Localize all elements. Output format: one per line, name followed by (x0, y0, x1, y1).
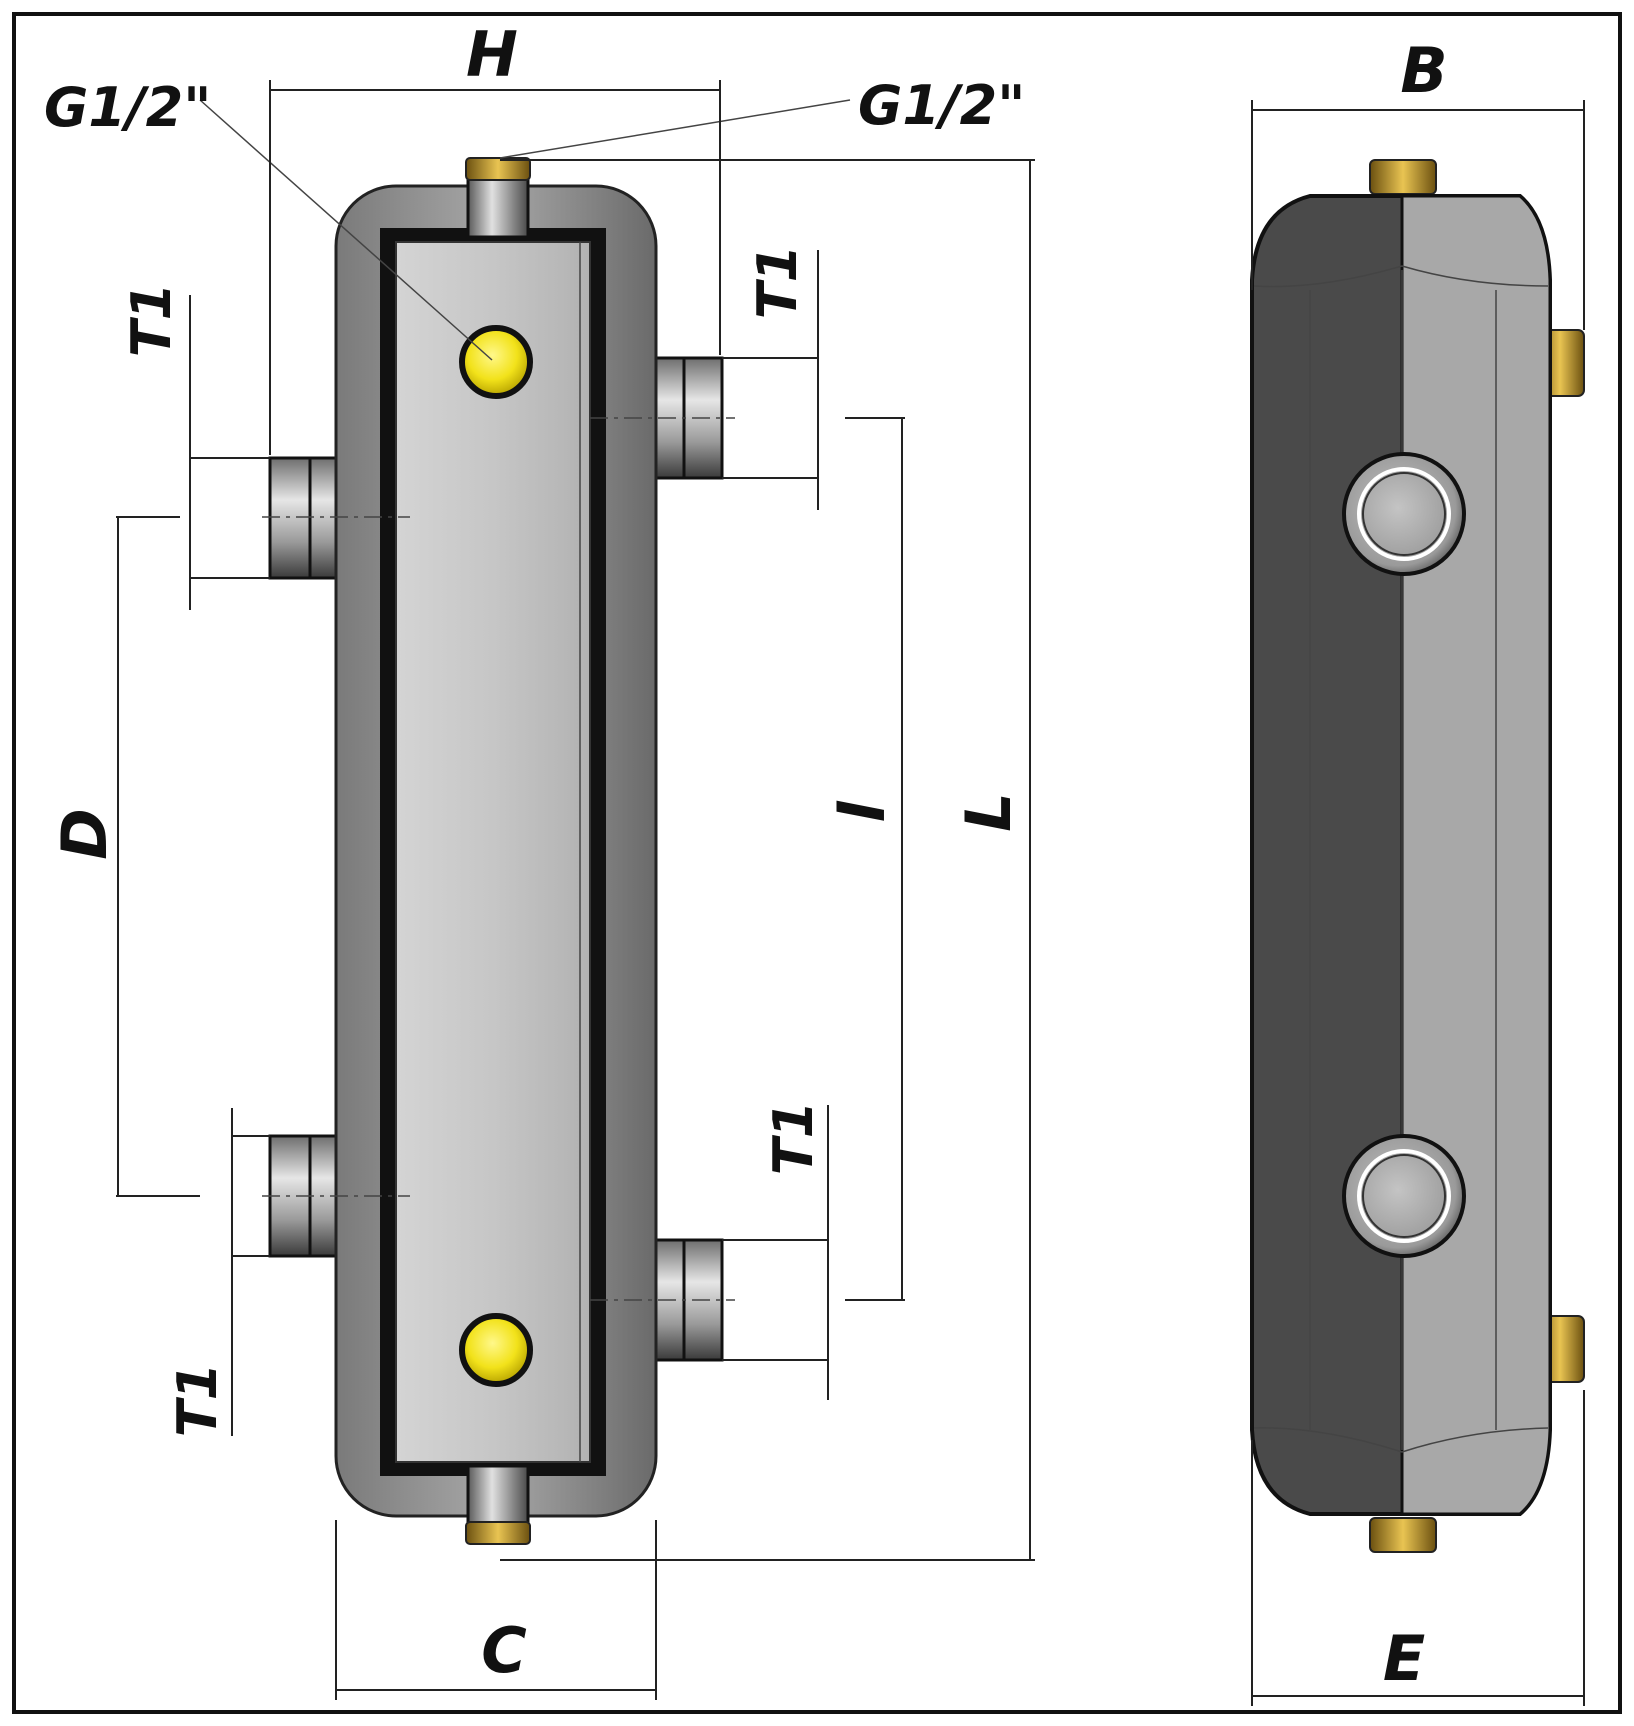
label-l-length: L (952, 792, 1025, 832)
label-t1-left-lower: T1 (166, 1363, 229, 1437)
side-view (1250, 100, 1585, 1706)
side-upper-port (1342, 452, 1466, 576)
bottom-connection (465, 1464, 531, 1545)
front-view (116, 80, 1035, 1700)
label-d: D (48, 808, 121, 859)
lower-air-vent (459, 1313, 533, 1387)
label-t1-right-upper: T1 (746, 245, 809, 319)
upper-air-vent (459, 325, 533, 399)
label-b: B (1400, 34, 1447, 107)
label-g-top-left: G1/2" (44, 76, 211, 139)
label-t1-left-upper: T1 (120, 283, 183, 357)
label-e: E (1383, 1622, 1425, 1695)
label-t1-right-lower: T1 (762, 1101, 825, 1175)
side-lower-port (1342, 1134, 1466, 1258)
label-c: C (481, 1614, 527, 1687)
label-l-axis: l (826, 801, 899, 823)
label-h: H (466, 18, 518, 91)
label-g-top-right: G1/2" (858, 74, 1025, 137)
top-connection (465, 157, 531, 239)
